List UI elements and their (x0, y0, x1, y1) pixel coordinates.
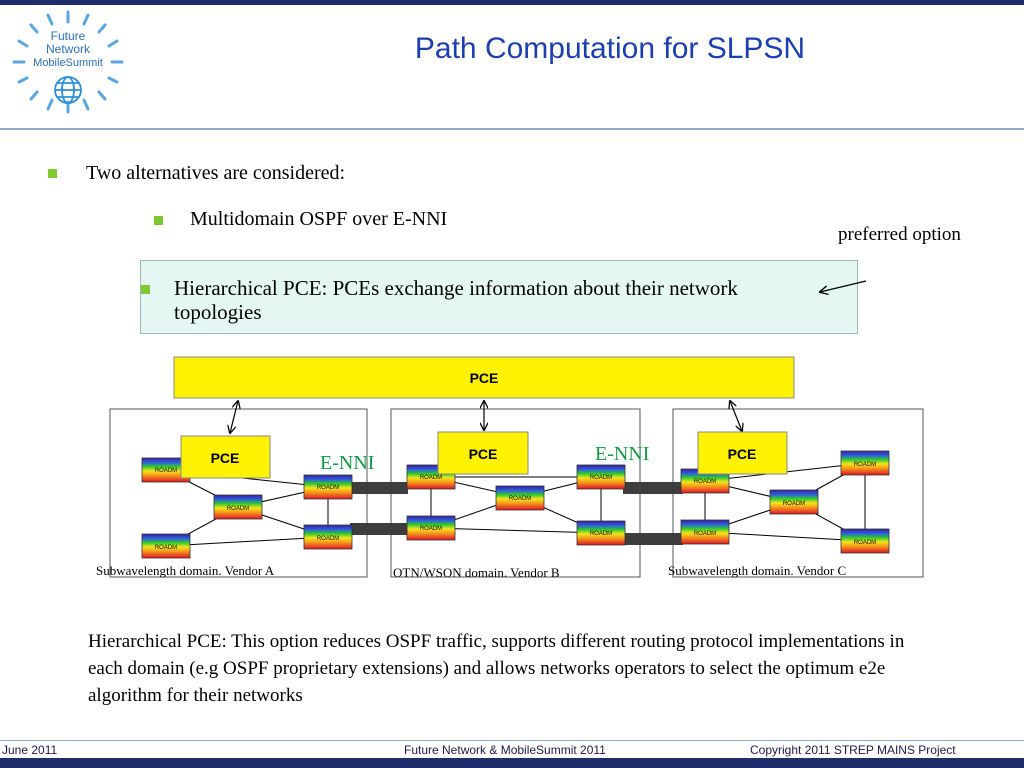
roadm-node: ROADM (769, 489, 819, 515)
svg-text:ROADM: ROADM (317, 485, 339, 491)
domain-caption-c: Subwavelength domain. Vendor C (668, 563, 846, 578)
roadm-node: ROADM (303, 474, 353, 500)
svg-text:ROADM: ROADM (694, 479, 716, 485)
enni-link (623, 533, 683, 545)
svg-text:ROADM: ROADM (420, 475, 442, 481)
enni-label-right: E-NNI (595, 443, 649, 465)
slide-title: Path Computation for SLPSN (414, 32, 806, 65)
svg-text:Network: Network (46, 42, 91, 56)
bullet-level1-text: Two alternatives are considered: (86, 162, 346, 184)
enni-link (350, 482, 408, 494)
svg-text:ROADM: ROADM (155, 545, 177, 551)
roadm-node: ROADM (576, 520, 626, 546)
bullet-icon (48, 169, 57, 178)
footer-copyright: Copyright 2011 STREP MAINS Project (750, 743, 956, 757)
svg-text:ROADM: ROADM (509, 496, 531, 502)
header-rule (0, 128, 1024, 130)
roadm-node: ROADM (406, 515, 456, 541)
pce-link-arrow-a (230, 401, 238, 433)
roadm-node: ROADM (141, 533, 191, 559)
roadm-node: ROADM (576, 464, 626, 490)
domain-pce-label-b: PCE (469, 446, 498, 462)
roadm-node: ROADM (680, 519, 730, 545)
description-paragraph: Hierarchical PCE: This option reduces OS… (88, 631, 905, 706)
domain-pce-box-c (697, 431, 788, 475)
preferred-option-note: preferred option (838, 224, 961, 245)
highlight-bullet-text: Hierarchical PCE: PCEs exchange informat… (174, 276, 738, 324)
roadm-node: ROADM (495, 485, 545, 511)
domain-caption-b: OTN/WSON domain. Vendor B (393, 565, 560, 580)
svg-text:ROADM: ROADM (783, 501, 805, 507)
bottom-bar (0, 758, 1024, 768)
pce-link-arrow-c (730, 401, 742, 431)
svg-text:ROADM: ROADM (155, 468, 177, 474)
enni-label-left: E-NNI (320, 452, 374, 474)
highlight-bullet-box: Hierarchical PCE: PCEs exchange informat… (140, 260, 858, 334)
domain-pce-label-c: PCE (728, 446, 757, 462)
top-pce-box (173, 356, 795, 399)
svg-text:ROADM: ROADM (420, 526, 442, 532)
svg-text:MobileSummit: MobileSummit (33, 57, 103, 69)
enni-link (623, 482, 683, 494)
domain-pce-box-b (437, 431, 529, 475)
domain-caption-a: Subwavelength domain. Vendor A (96, 563, 275, 578)
svg-text:ROADM: ROADM (854, 540, 876, 546)
svg-text:ROADM: ROADM (590, 475, 612, 481)
domain-pce-label-a: PCE (211, 450, 240, 466)
svg-text:ROADM: ROADM (854, 462, 876, 468)
svg-text:ROADM: ROADM (590, 531, 612, 537)
domain-pce-box-a (180, 435, 271, 479)
svg-text:ROADM: ROADM (227, 506, 249, 512)
enni-link (350, 523, 408, 535)
preferred-arrow (820, 280, 867, 292)
footer-event: Future Network & MobileSummit 2011 (404, 743, 606, 757)
footer-rule (0, 740, 1024, 741)
top-pce-label: PCE (470, 370, 499, 386)
roadm-node: ROADM (840, 528, 890, 554)
future-network-logo: Future Network MobileSummit (12, 10, 124, 114)
svg-text:ROADM: ROADM (694, 531, 716, 537)
bullet-level2-text: Multidomain OSPF over E-NNI (190, 208, 448, 230)
footer-date: June 2011 (2, 743, 58, 757)
bullet-icon (154, 216, 163, 225)
top-bar (0, 0, 1024, 5)
roadm-nodes: ROADM ROADM ROADM ROADM ROADM ROADM ROAD… (141, 450, 890, 559)
bullet-icon (141, 285, 150, 294)
roadm-node: ROADM (840, 450, 890, 476)
svg-text:ROADM: ROADM (317, 536, 339, 542)
svg-text:Future: Future (51, 29, 86, 43)
roadm-node: ROADM (303, 524, 353, 550)
roadm-node: ROADM (213, 494, 263, 520)
